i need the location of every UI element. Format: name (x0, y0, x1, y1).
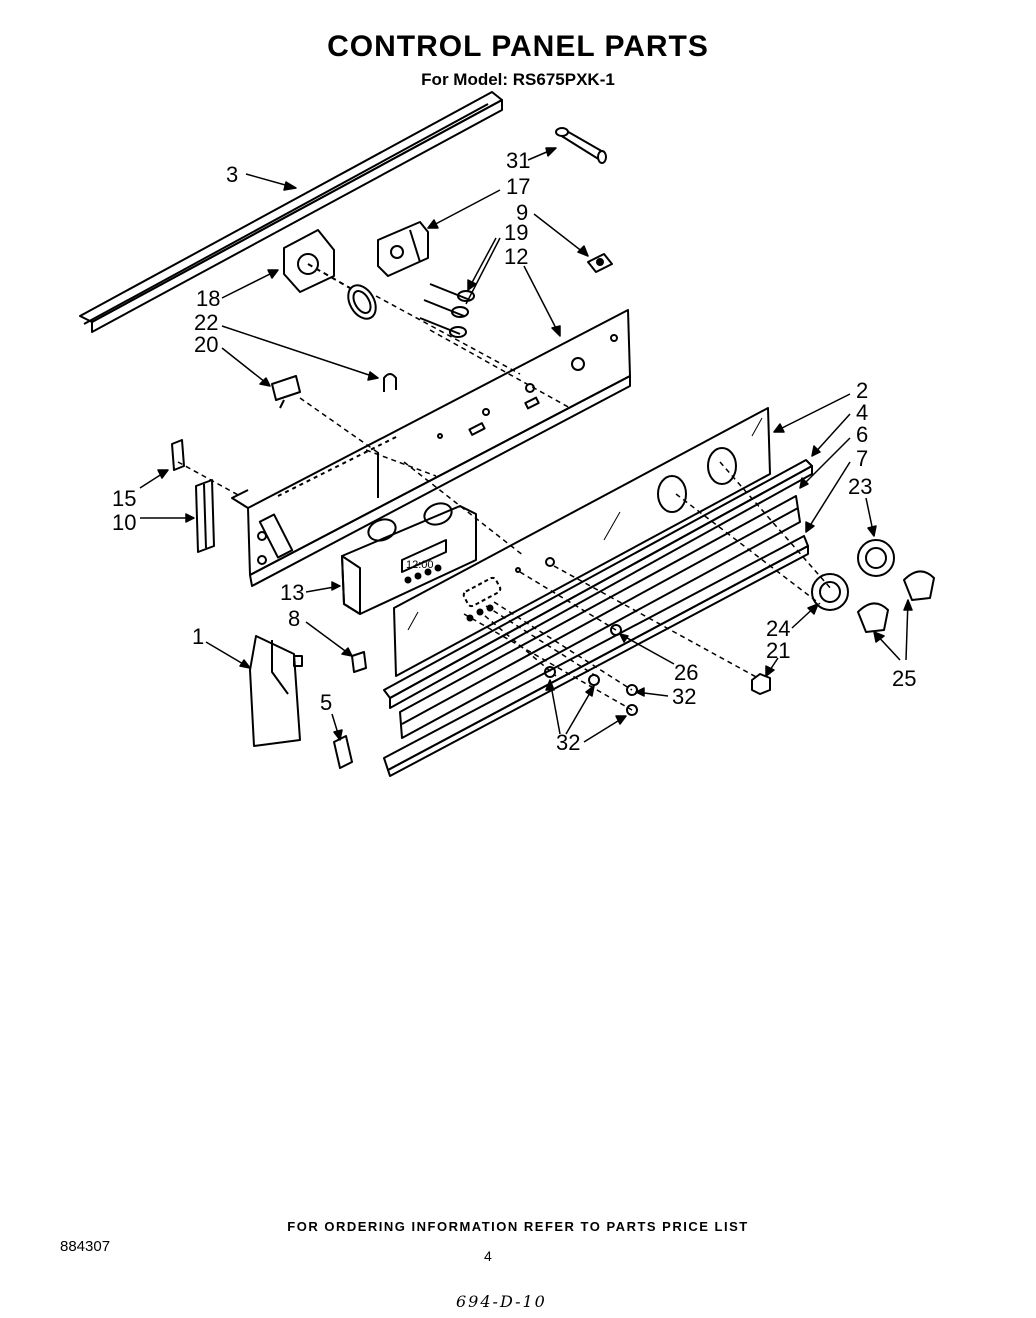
part-32-fasteners (544, 666, 638, 716)
part-4-trim (383, 459, 813, 709)
handwritten-note: 694-D-10 (456, 1292, 547, 1311)
callout-10: 10 (112, 510, 136, 535)
callout-4: 4 (856, 400, 868, 425)
callout-17: 17 (506, 174, 530, 199)
callout-25: 25 (892, 666, 916, 691)
part-8-block (351, 651, 367, 673)
part-19-switches (419, 283, 475, 338)
clock-display-text: 12:00 (406, 559, 434, 571)
part-6-trim (399, 495, 801, 739)
callout-9: 9 (516, 200, 528, 225)
callout-20: 20 (194, 332, 218, 357)
ordering-note: FOR ORDERING INFORMATION REFER TO PARTS … (287, 1219, 749, 1234)
part-5-cap (333, 735, 353, 769)
part-25-knobs (857, 570, 935, 633)
callout-32-bottom: 32 (556, 730, 580, 755)
callout-19: 19 (504, 220, 528, 245)
callout-24: 24 (766, 616, 790, 641)
callout-6: 6 (856, 422, 868, 447)
dashed-assembly-lines (177, 295, 833, 711)
callout-18: 18 (196, 286, 220, 311)
callout-12: 12 (504, 244, 528, 269)
part-1-end-cap (249, 635, 303, 747)
callout-2: 2 (856, 378, 868, 403)
part-23-dial (857, 539, 895, 577)
callout-21: 21 (766, 638, 790, 663)
part-18-motor (283, 229, 351, 293)
part-21-nut (751, 673, 771, 695)
model-subtitle: For Model: RS675PXK-1 (421, 70, 615, 89)
callout-13: 13 (280, 580, 304, 605)
callout-labels: 3 31 17 9 19 12 18 22 20 2 4 6 7 23 15 1… (112, 148, 916, 755)
part-15-bracket (171, 439, 185, 471)
callout-8: 8 (288, 606, 300, 631)
main-back-panel (231, 309, 631, 587)
page-number: 4 (484, 1248, 492, 1264)
part-20-terminal (271, 375, 301, 409)
callout-31: 31 (506, 148, 530, 173)
doc-number: 884307 (60, 1238, 111, 1255)
callout-26: 26 (674, 660, 698, 685)
callout-22: 22 (194, 310, 218, 335)
part-7-trim (383, 535, 809, 777)
part-26-nut (610, 624, 622, 636)
part-22-clip (383, 373, 397, 392)
callout-7: 7 (856, 446, 868, 471)
part-24-dial (811, 573, 849, 611)
callout-5: 5 (320, 690, 332, 715)
part-3-trim-strip (79, 91, 503, 333)
callout-leaders (139, 147, 913, 743)
callout-15: 15 (112, 486, 136, 511)
part-2-glass-panel (393, 407, 771, 677)
callout-23: 23 (848, 474, 872, 499)
part-ring (347, 284, 377, 320)
page-title: CONTROL PANEL PARTS (327, 30, 709, 63)
part-13-clock: 12:00 (341, 502, 477, 615)
callout-1: 1 (192, 624, 204, 649)
part-10-bracket (195, 479, 215, 553)
part-17-bracket (377, 221, 429, 277)
callout-3: 3 (226, 162, 238, 187)
part-31-rod (555, 127, 607, 164)
callout-32-right: 32 (672, 684, 696, 709)
part-9-clip (587, 253, 613, 273)
